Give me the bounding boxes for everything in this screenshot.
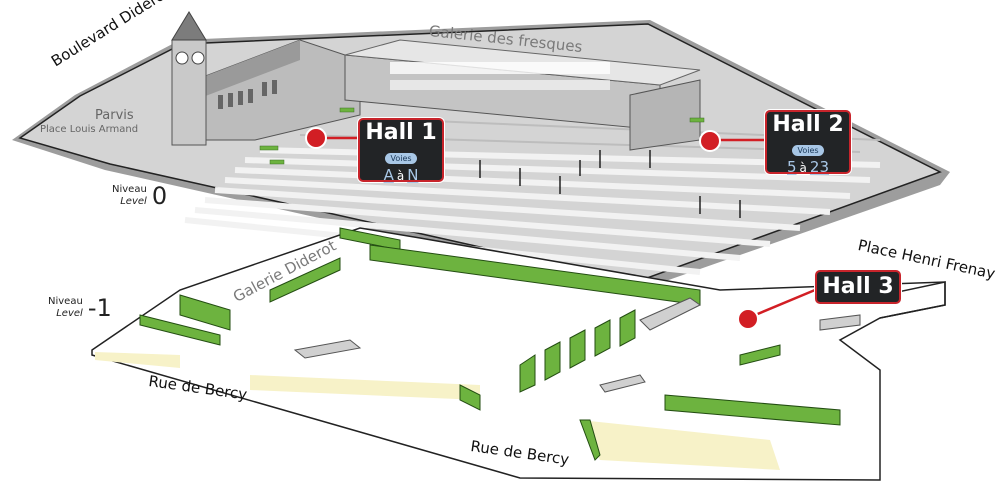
hall-1-track-sep: à bbox=[396, 169, 405, 183]
station-building bbox=[171, 11, 361, 146]
level-minus-1-structure bbox=[91, 227, 946, 481]
hall-1-marker[interactable] bbox=[305, 127, 327, 149]
hall-1-title: Hall 1 bbox=[365, 120, 437, 145]
hall-1-track-from: A bbox=[383, 166, 394, 184]
level-0-indicator: Niveau Level 0 bbox=[112, 182, 167, 210]
place-louis-armand-label: Place Louis Armand bbox=[40, 124, 139, 135]
hall-3-marker[interactable] bbox=[737, 308, 759, 330]
parvis-label: Parvis bbox=[95, 108, 134, 123]
hall-2-voies-label: Voies bbox=[792, 145, 824, 156]
level-minus-1-number: -1 bbox=[87, 294, 112, 322]
level-0-level: Level bbox=[120, 196, 147, 207]
hall-3-badge[interactable]: Hall 3 bbox=[815, 270, 901, 304]
hall-2-track-from: 5 bbox=[787, 158, 797, 176]
hall-1-voies-label: Voies bbox=[385, 153, 417, 164]
level-minus-1-indicator: Niveau Level -1 bbox=[48, 294, 112, 322]
level-minus-1-niveau: Niveau bbox=[48, 296, 83, 307]
hall-2-marker[interactable] bbox=[699, 130, 721, 152]
hall-2-title: Hall 2 bbox=[772, 112, 844, 137]
hall-1-track-to: N bbox=[407, 166, 419, 184]
hall-3-title: Hall 3 bbox=[822, 274, 894, 299]
level-minus-1-level: Level bbox=[56, 308, 83, 319]
hall-2-track-to: 23 bbox=[809, 158, 829, 176]
level-0-niveau: Niveau bbox=[112, 184, 147, 195]
level-0-number: 0 bbox=[151, 182, 168, 210]
galerie-fresques-building bbox=[344, 39, 701, 151]
hall-2-track-sep: à bbox=[799, 161, 807, 175]
